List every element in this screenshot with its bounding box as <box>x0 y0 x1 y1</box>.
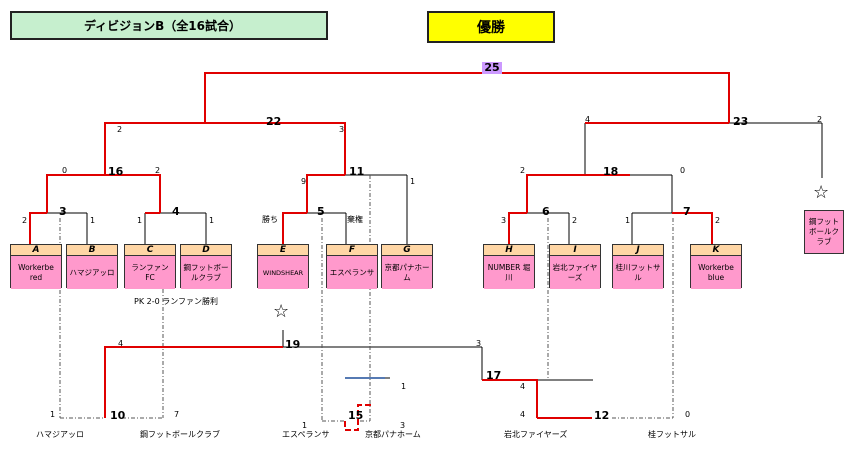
team-name: NUMBER 堀川 <box>484 256 534 289</box>
match-23-number: 23 <box>733 115 749 128</box>
score: 2 <box>817 115 823 124</box>
team-name: Workerbe blue <box>691 256 741 289</box>
team-box-j: J 桂川フットサル <box>612 244 664 289</box>
team-name: Workerbe red <box>11 256 61 289</box>
score: 4 <box>520 382 526 391</box>
team-name: 京都パナホーム <box>382 256 432 289</box>
score: 2 <box>520 166 526 175</box>
team-box-d: D 鋼フットボールクラブ <box>180 244 232 289</box>
team-name: エスペランサ <box>327 256 377 289</box>
team-letter: H <box>484 245 534 256</box>
score: 2 <box>22 216 28 225</box>
lower-team-label: 岩北ファイヤーズ <box>504 430 568 439</box>
lower-team-label: 桂フットサル <box>648 430 696 439</box>
score: 1 <box>410 177 416 186</box>
team-name: ハマジアッロ <box>67 256 117 289</box>
win-note: 勝ち <box>262 215 278 224</box>
team-letter: D <box>181 245 231 256</box>
match-6-number: 6 <box>542 205 550 218</box>
score: 3 <box>400 421 406 430</box>
team-letter: E <box>258 245 308 256</box>
seed-team-box: 鋼フットボールクラブ <box>804 210 844 254</box>
champion-label: 優勝 <box>427 11 555 43</box>
team-box-e: E WINDSHEAR <box>257 244 309 289</box>
lower-team-label: 京都パナホーム <box>365 430 421 439</box>
score: 1 <box>625 216 631 225</box>
match-18-number: 18 <box>603 165 619 178</box>
score: 1 <box>137 216 143 225</box>
team-letter: C <box>125 245 175 256</box>
score: 1 <box>50 410 56 419</box>
forfeit-note: 棄権 <box>347 215 363 224</box>
match-17-number: 17 <box>486 369 502 382</box>
score: 1 <box>90 216 96 225</box>
match-4-number: 4 <box>172 205 180 218</box>
division-title: ディビジョンB（全16試合） <box>10 11 328 40</box>
score: 1 <box>302 421 308 430</box>
match-7-number: 7 <box>683 205 691 218</box>
score: 1 <box>209 216 215 225</box>
lower-team-label: 鋼フットボールクラブ <box>140 430 220 439</box>
team-letter: A <box>11 245 61 256</box>
score: 0 <box>62 166 68 175</box>
team-letter: J <box>613 245 663 256</box>
score: 1 <box>401 382 407 391</box>
team-name: 岩北ファイヤーズ <box>550 256 600 289</box>
score: 4 <box>520 410 526 419</box>
team-box-c: C ランファンFC <box>124 244 176 289</box>
match-11-number: 11 <box>349 165 365 178</box>
team-letter: I <box>550 245 600 256</box>
score: 9 <box>301 177 307 186</box>
score: 3 <box>339 125 345 134</box>
score: 2 <box>572 216 578 225</box>
score: 2 <box>715 216 721 225</box>
match-16-number: 16 <box>108 165 124 178</box>
final-match-number: 25 <box>482 62 502 74</box>
score: 4 <box>585 115 591 124</box>
match-5-number: 5 <box>317 205 325 218</box>
team-name: 鋼フットボールクラブ <box>181 256 231 289</box>
team-box-a: A Workerbe red <box>10 244 62 289</box>
score: 2 <box>117 125 123 134</box>
match-10-number: 10 <box>110 409 126 422</box>
match-3-number: 3 <box>59 205 67 218</box>
team-letter: G <box>382 245 432 256</box>
lower-team-label: ハマジアッロ <box>36 430 84 439</box>
team-letter: B <box>67 245 117 256</box>
team-letter: F <box>327 245 377 256</box>
team-box-f: F エスペランサ <box>326 244 378 289</box>
score: 0 <box>685 410 691 419</box>
team-box-i: I 岩北ファイヤーズ <box>549 244 601 289</box>
match-12-number: 12 <box>594 409 610 422</box>
team-box-b: B ハマジアッロ <box>66 244 118 289</box>
team-name: ランファンFC <box>125 256 175 289</box>
score: 4 <box>118 339 124 348</box>
score: 0 <box>680 166 686 175</box>
score: 7 <box>174 410 180 419</box>
team-name: 鋼フットボールクラブ <box>805 211 843 253</box>
team-box-k: K Workerbe blue <box>690 244 742 289</box>
score: 2 <box>155 166 161 175</box>
team-name: WINDSHEAR <box>258 256 308 289</box>
score: 3 <box>476 339 482 348</box>
match-15-number: 15 <box>348 409 364 422</box>
lower-team-label: エスペランサ <box>282 430 330 439</box>
team-box-g: G 京都パナホーム <box>381 244 433 289</box>
team-box-h: H NUMBER 堀川 <box>483 244 535 289</box>
team-name: 桂川フットサル <box>613 256 663 289</box>
star-icon: ☆ <box>273 301 290 322</box>
pk-note: PK 2-0 ランファン勝利 <box>134 297 218 306</box>
score: 3 <box>501 216 507 225</box>
match-19-number: 19 <box>285 338 301 351</box>
team-letter: K <box>691 245 741 256</box>
star-icon: ☆ <box>813 182 830 203</box>
match-22-number: 22 <box>266 115 282 128</box>
